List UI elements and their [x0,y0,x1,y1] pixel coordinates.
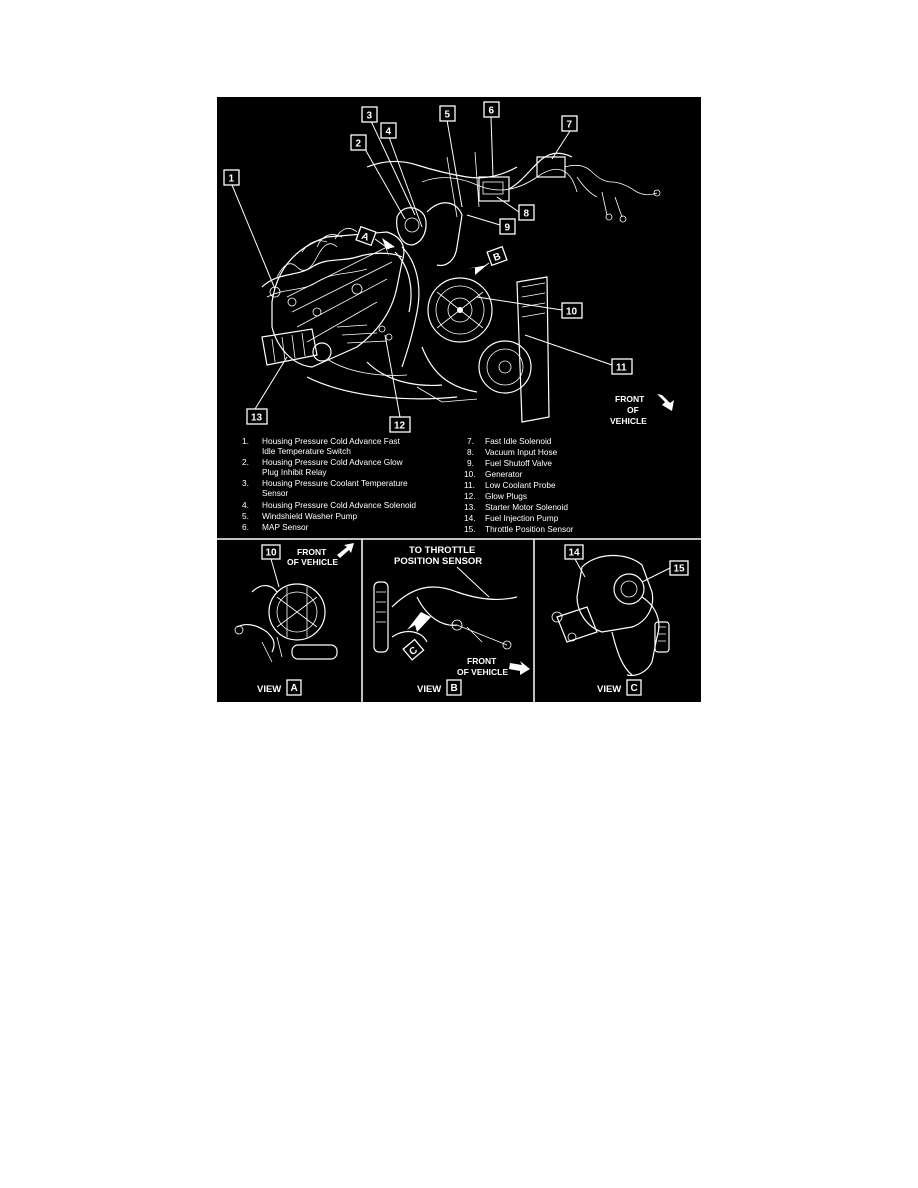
legend-10-num: 10. [464,469,476,479]
view-a-front-arrow-icon [337,543,354,558]
component-legend: 1. Housing Pressure Cold Advance Fast Id… [242,436,574,534]
callout-7-number: 7 [567,120,573,131]
callout-3-number: 3 [367,111,373,122]
view-a-panel: 10 FRONT OF VEHICLE VIEW A [234,543,354,696]
view-a-label: VIEW [257,684,281,695]
legend-1-line-2: Idle Temperature Switch [262,446,351,456]
view-b-front-line-2: OF VEHICLE [457,667,508,677]
view-a-front-line-1: FRONT [297,547,327,557]
callout-10-number: 10 [566,307,578,318]
legend-7-line-1: Fast Idle Solenoid [485,436,552,446]
view-b-letter: B [451,683,458,694]
legend-13-num: 13. [464,502,476,512]
figure-canvas: A B 1 2 3 4 [217,101,701,702]
legend-12-line-1: Glow Plugs [485,491,527,501]
callout-11-number: 11 [616,363,627,374]
callout-2-number: 2 [356,139,362,150]
front-label-line-1: FRONT [615,394,645,404]
legend-3-line-2: Sensor [262,488,289,498]
legend-2-num: 2. [242,457,249,467]
view-c-callout-14: 14 [569,548,581,559]
view-b-front-arrow-icon [509,661,530,675]
view-b-label: VIEW [417,684,441,695]
callout-6: 6 [483,101,500,118]
callout-4-number: 4 [386,127,392,138]
legend-10-line-1: Generator [485,469,523,479]
view-c-letter: C [631,683,638,694]
legend-4-line-1: Housing Pressure Cold Advance Solenoid [262,500,416,510]
view-b-marker: B [467,245,508,275]
callout-9-number: 9 [505,223,511,234]
view-panel-dividers [217,538,701,702]
engine-component-locator-figure: A B 1 2 3 4 [217,97,701,702]
view-c-panel: 14 15 VIEW C [551,544,689,696]
legend-9-line-1: Fuel Shutoff Valve [485,458,552,468]
callout-8-number: 8 [524,209,530,220]
legend-8-line-1: Vacuum Input Hose [485,447,558,457]
legend-14-num: 14. [464,513,476,523]
legend-8-num: 8. [467,447,474,457]
legend-7-num: 7. [467,436,474,446]
legend-3-line-1: Housing Pressure Coolant Temperature [262,478,408,488]
legend-5-num: 5. [242,511,249,521]
callout-11: 11 [611,358,633,375]
legend-1-num: 1. [242,436,249,446]
callout-5: 5 [439,105,456,122]
callout-12-number: 12 [394,421,406,432]
front-label-line-2: OF [627,405,639,415]
callout-2: 2 [350,134,367,151]
legend-5-line-1: Windshield Washer Pump [262,511,358,521]
callout-10: 10 [561,302,583,319]
callout-4: 4 [380,122,397,139]
callout-13-number: 13 [251,413,263,424]
callout-leaders [231,116,613,418]
view-b-panel: TO THROTTLE POSITION SENSOR C FRONT OF V… [373,545,530,696]
view-b-front-line-1: FRONT [467,656,497,666]
front-of-vehicle-label: FRONT OF VEHICLE [610,394,674,426]
view-a-marker: A [355,225,395,257]
callout-5-number: 5 [445,110,451,121]
callout-12: 12 [389,416,411,433]
view-a-callout-10: 10 [266,548,278,559]
callout-9: 9 [499,218,516,235]
view-a-marker-letter: A [360,231,371,244]
callout-1: 1 [223,169,240,186]
legend-6-num: 6. [242,522,249,532]
legend-3-num: 3. [242,478,249,488]
view-b-title-line-1: TO THROTTLE [409,545,475,556]
legend-14-line-1: Fuel Injection Pump [485,513,559,523]
callout-3: 3 [361,106,378,123]
legend-6-line-1: MAP Sensor [262,522,309,532]
legend-11-line-1: Low Coolant Probe [485,480,556,490]
legend-4-num: 4. [242,500,249,510]
callout-13: 13 [246,408,268,425]
view-b-marker-letter: B [492,251,503,264]
legend-2-line-1: Housing Pressure Cold Advance Glow [262,457,404,467]
callout-6-number: 6 [489,106,495,117]
callout-7: 7 [561,115,578,132]
callout-8: 8 [518,204,535,221]
callout-1-number: 1 [229,174,235,185]
legend-13-line-1: Starter Motor Solenoid [485,502,568,512]
legend-2-line-2: Plug Inhibit Relay [262,467,327,477]
legend-9-num: 9. [467,458,474,468]
legend-11-num: 11. [464,480,475,490]
legend-12-num: 12. [464,491,476,501]
front-arrow-icon [657,394,674,411]
legend-15-line-1: Throttle Position Sensor [485,524,574,534]
view-c-label: VIEW [597,684,621,695]
legend-1-line-1: Housing Pressure Cold Advance Fast [262,436,401,446]
view-a-letter: A [291,683,298,694]
engine-illustration [261,151,661,423]
view-c-callout-15: 15 [674,564,686,575]
legend-15-num: 15. [464,524,476,534]
view-a-front-line-2: OF VEHICLE [287,557,338,567]
view-b-title-line-2: POSITION SENSOR [394,556,482,567]
front-label-line-3: VEHICLE [610,416,647,426]
